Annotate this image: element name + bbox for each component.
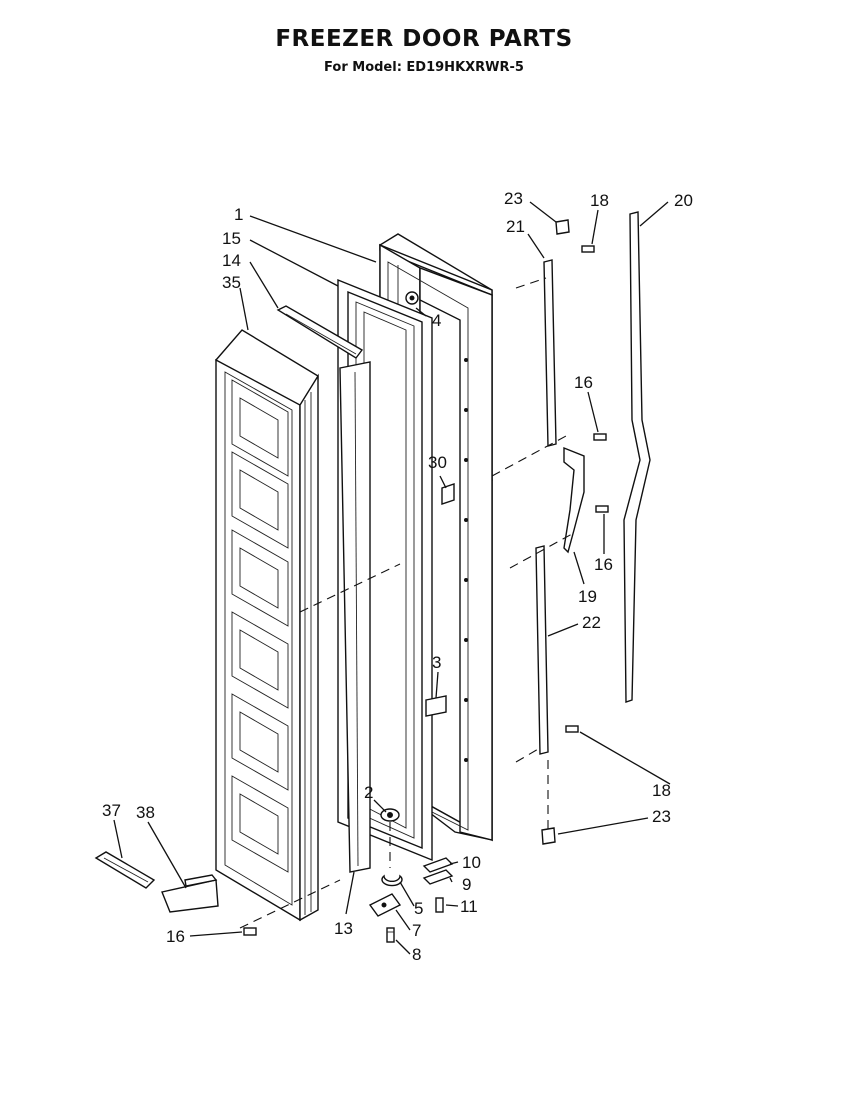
callout-15: 15 (222, 229, 241, 248)
assembly-lines (239, 277, 573, 929)
screw-16-bottom (243, 927, 257, 936)
liner-shelf-bins (231, 379, 289, 873)
handle-trim-37 (94, 851, 156, 889)
callout-1: 1 (234, 205, 243, 224)
callout-11: 11 (460, 897, 478, 916)
callout-20: 20 (674, 191, 693, 210)
clip-30 (441, 483, 455, 505)
callout-23: 23 (652, 807, 671, 826)
callout-21: 21 (506, 217, 525, 236)
screw-18-top (581, 245, 595, 253)
callout-8: 8 (412, 945, 421, 964)
callout-19: 19 (578, 587, 597, 606)
handle-rail-21 (543, 259, 557, 447)
callout-3: 3 (432, 653, 441, 672)
leader-lines (113, 201, 671, 955)
callout-35: 35 (222, 273, 241, 292)
callout-16: 16 (166, 927, 185, 946)
callout-16: 16 (574, 373, 593, 392)
callout-labels: 1 15 14 35 4 23 18 20 21 16 30 16 19 22 … (102, 189, 693, 964)
callout-22: 22 (582, 613, 601, 632)
hinge-bracket-3 (425, 695, 447, 717)
callout-5: 5 (414, 899, 423, 918)
callout-18: 18 (652, 781, 671, 800)
callout-10: 10 (462, 853, 481, 872)
callout-30: 30 (428, 453, 447, 472)
handle-screw-4 (405, 291, 419, 305)
handle-bracket-19 (563, 446, 585, 554)
screw-16-lower (595, 505, 609, 513)
hinge-7 (368, 893, 402, 917)
washer-5 (381, 874, 403, 887)
retainer-strip (339, 361, 371, 873)
callout-4: 4 (432, 311, 441, 330)
callout-14: 14 (222, 251, 241, 270)
handle-20 (623, 211, 651, 703)
callout-7: 7 (412, 921, 421, 940)
screw-8 (386, 927, 395, 943)
handle-rail-22 (535, 545, 549, 755)
callout-2: 2 (364, 783, 373, 802)
handle-trim-38 (161, 874, 219, 913)
callout-38: 38 (136, 803, 155, 822)
handle-cap-23-top (555, 219, 570, 235)
callout-16: 16 (594, 555, 613, 574)
model-subtitle: For Model: ED19HKXRWR-5 (324, 60, 524, 75)
callout-13: 13 (334, 919, 353, 938)
screw-16-upper (593, 433, 607, 441)
inner-door-liner (215, 329, 319, 922)
screw-11 (435, 897, 444, 913)
breaker-strip (276, 305, 364, 359)
diagram-title: FREEZER DOOR PARTS (275, 26, 573, 52)
bushing-2 (380, 808, 400, 822)
callout-18: 18 (590, 191, 609, 210)
callout-23: 23 (504, 189, 523, 208)
callout-37: 37 (102, 801, 121, 820)
callout-9: 9 (462, 875, 471, 894)
hinge-plate-10-9 (422, 857, 454, 885)
handle-cap-23-bottom (541, 827, 556, 845)
screw-18-bottom (565, 725, 579, 733)
